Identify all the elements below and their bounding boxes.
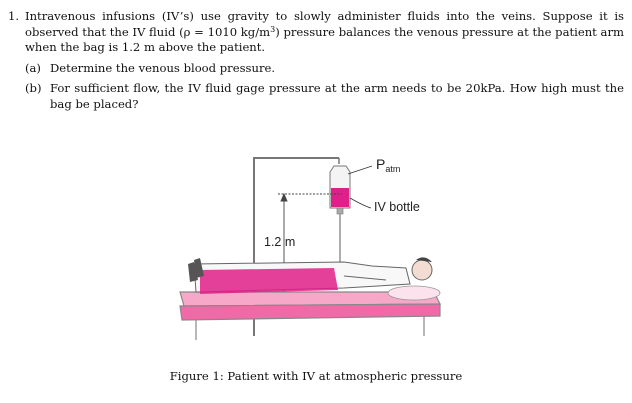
part-b-label: (b) — [25, 81, 42, 96]
part-b: (b) For sufficient flow, the IV fluid ga… — [25, 81, 624, 112]
patient — [188, 257, 433, 294]
problem-stem-tail: ) pressure balances the venous pressure … — [25, 24, 624, 55]
iv-bottle-pointer — [349, 197, 372, 209]
problem-stem-text: Intravenous infusions (IV’s) use gravity… — [25, 9, 624, 39]
problem: 1. Intravenous infusions (IV’s) use grav… — [8, 9, 624, 113]
part-a-text: Determine the venous blood pressure. — [50, 60, 276, 75]
pillow — [387, 285, 441, 301]
part-a: (a) Determine the venous blood pressure. — [25, 61, 624, 77]
figure-caption: Figure 1: Patient with IV at atmospheric… — [169, 369, 463, 383]
iv-bottle-label: IV bottle — [374, 200, 420, 214]
problem-stem-superscript: 3 — [270, 24, 276, 34]
part-b-text: For sufficient flow, the IV fluid gage p… — [50, 81, 624, 111]
patm-label-main: P — [376, 156, 386, 172]
problem-stem: Intravenous infusions (IV’s) use gravity… — [25, 9, 624, 56]
patm-label-sub: atm — [385, 164, 401, 174]
part-a-label: (a) — [25, 60, 41, 75]
problem-number: 1. — [8, 9, 20, 23]
iv-illustration — [179, 157, 441, 340]
patm-pointer — [347, 165, 373, 175]
height-label: 1.2 m — [264, 235, 296, 249]
iv-bottle — [329, 165, 351, 215]
patm-label: Patm — [376, 156, 400, 174]
bed — [179, 291, 441, 340]
iv-figure: Patm IV bottle 1.2 m — [174, 150, 464, 350]
